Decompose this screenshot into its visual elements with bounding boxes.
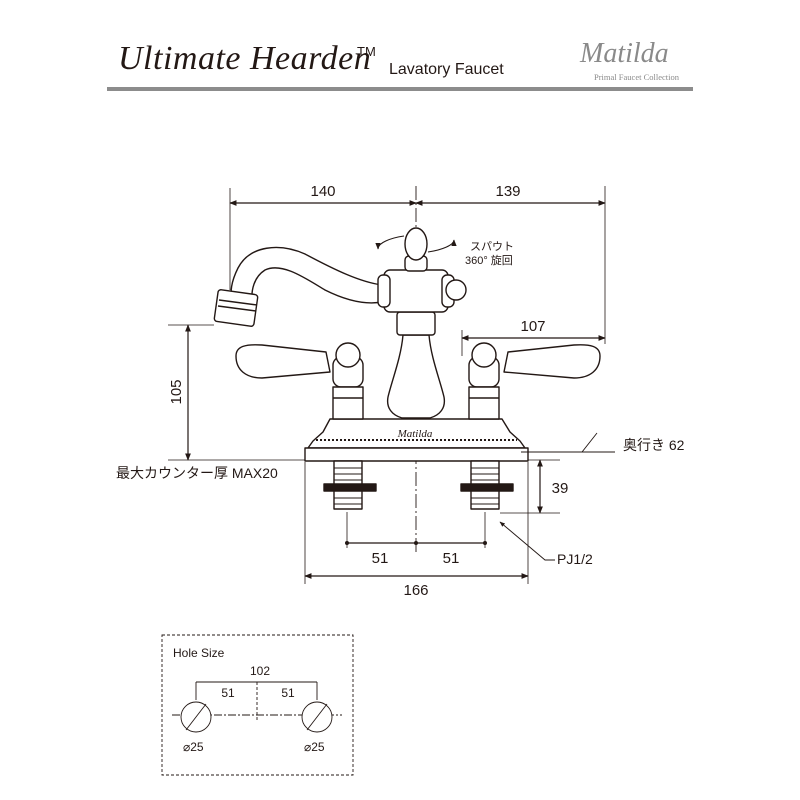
dim-label-base-width: 166 (403, 582, 428, 599)
thread-leader (499, 521, 555, 561)
column-knob (445, 279, 467, 301)
hole-size-box (161, 634, 354, 776)
hole-span-label: 102 (250, 664, 270, 678)
hole-right-diameter-leader (306, 703, 328, 731)
logo-tagline: Primal Faucet Collection (594, 72, 679, 82)
dim-label-left: 140 (310, 183, 335, 200)
base-rim (304, 447, 529, 462)
hole-half-right-label: 51 (281, 686, 295, 700)
thread-size-note: PJ1/2 (557, 551, 593, 567)
hole-size-title: Hole Size (173, 646, 225, 660)
dim-label-spout-height: 105 (168, 379, 185, 404)
aerator-ring-2 (217, 305, 257, 312)
dim-label-half-left: 51 (372, 550, 389, 567)
depth-note: 奥行き 62 (623, 437, 685, 453)
left-handle-stem (332, 386, 364, 420)
tick-dot-right (483, 541, 487, 545)
left-lock-nut (323, 483, 377, 492)
right-handle-lever (503, 344, 601, 379)
dim-label-right: 139 (495, 183, 520, 200)
brand-title: Ultimate Hearden (118, 40, 372, 77)
spout-note-line1: スパウト (470, 240, 514, 253)
depth-leader (521, 432, 598, 453)
aerator-ring-1 (218, 299, 258, 306)
spout-note-line2: 360° 旋回 (465, 253, 513, 267)
dim-label-handle-reach: 107 (520, 318, 545, 335)
right-lock-nut (460, 483, 514, 492)
column-body (383, 269, 449, 313)
rotation-arrow-left (375, 235, 405, 250)
trademark-mark: TM (357, 44, 376, 59)
dim-label-shank: 39 (552, 480, 569, 497)
center-column (386, 334, 446, 419)
dim-label-half-right: 51 (443, 550, 460, 567)
column-collar (396, 311, 436, 336)
finial (404, 227, 428, 261)
left-handle-cap (335, 342, 361, 368)
right-handle-stem (468, 386, 500, 420)
right-handle-cap (471, 342, 497, 368)
column-band-1 (377, 274, 391, 308)
counter-thickness-note: 最大カウンター厚 MAX20 (116, 465, 278, 481)
header-rule (107, 87, 693, 91)
hole-right-diameter: ⌀25 (304, 740, 325, 754)
rotation-arrow-right (427, 239, 457, 253)
hole-half-left-label: 51 (221, 686, 235, 700)
tick-dot-left (345, 541, 349, 545)
tick-dot-center (414, 541, 418, 545)
hole-left-diameter: ⌀25 (183, 740, 204, 754)
matilda-logo: Matilda (580, 38, 669, 69)
left-handle-lever (235, 344, 331, 379)
product-name: Lavatory Faucet (389, 61, 504, 78)
body-brand-mark: Matilda (397, 428, 433, 440)
hole-left-diameter-leader (185, 703, 207, 731)
